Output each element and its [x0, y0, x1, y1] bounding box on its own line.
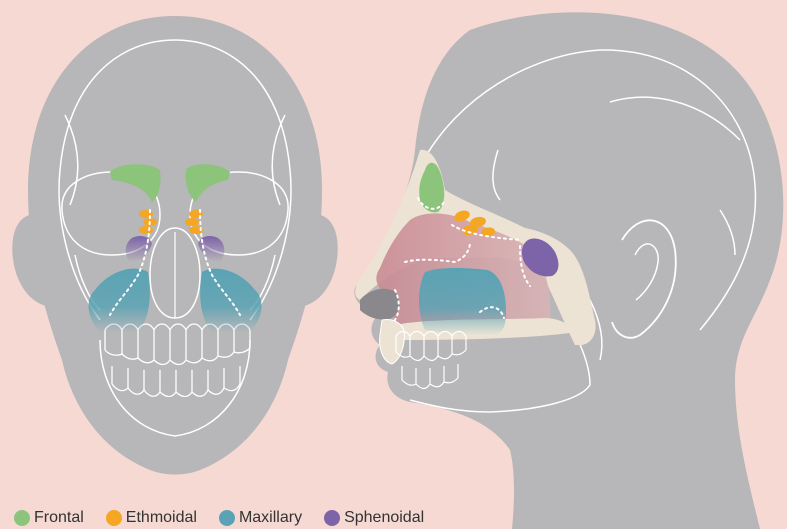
legend-item-ethmoidal: Ethmoidal — [106, 509, 197, 527]
sphenoidal-dot-icon — [324, 510, 340, 526]
side-head — [354, 12, 783, 529]
frontal-dot-icon — [14, 510, 30, 526]
legend-label-frontal: Frontal — [34, 509, 84, 527]
legend-item-sphenoidal: Sphenoidal — [324, 509, 424, 527]
side-maxillary-sinus — [419, 268, 506, 335]
legend-item-frontal: Frontal — [14, 509, 84, 527]
legend: Frontal Ethmoidal Maxillary Sphenoidal — [14, 509, 446, 527]
ethmoidal-dot-icon — [106, 510, 122, 526]
maxillary-dot-icon — [219, 510, 235, 526]
legend-label-ethmoidal: Ethmoidal — [126, 509, 197, 527]
legend-label-maxillary: Maxillary — [239, 509, 302, 527]
legend-label-sphenoidal: Sphenoidal — [344, 509, 424, 527]
front-skull — [12, 16, 337, 475]
legend-item-maxillary: Maxillary — [219, 509, 302, 527]
